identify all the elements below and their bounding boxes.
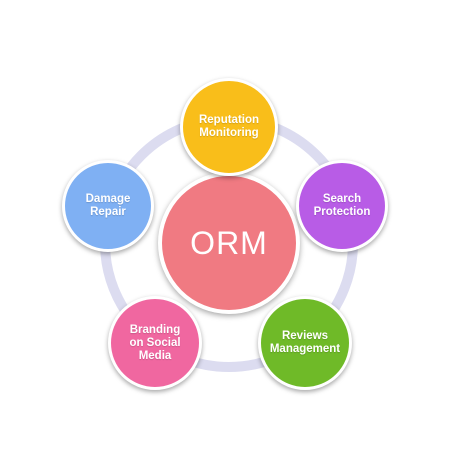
center-node: ORM bbox=[158, 172, 300, 314]
node-reviews-management: Reviews Management bbox=[258, 296, 352, 390]
node-search-protection: Search Protection bbox=[296, 160, 388, 252]
node-damage-repair: Damage Repair bbox=[62, 160, 154, 252]
node-label: Reviews Management bbox=[269, 330, 341, 355]
node-label: Damage Repair bbox=[85, 193, 131, 218]
node-branding-social-media: Branding on Social Media bbox=[108, 296, 202, 390]
node-label: Branding on Social Media bbox=[129, 323, 181, 362]
node-label: Search Protection bbox=[313, 193, 371, 218]
center-label: ORM bbox=[190, 224, 268, 261]
node-label: Reputation Monitoring bbox=[198, 114, 260, 139]
node-reputation-monitoring: Reputation Monitoring bbox=[180, 78, 278, 176]
